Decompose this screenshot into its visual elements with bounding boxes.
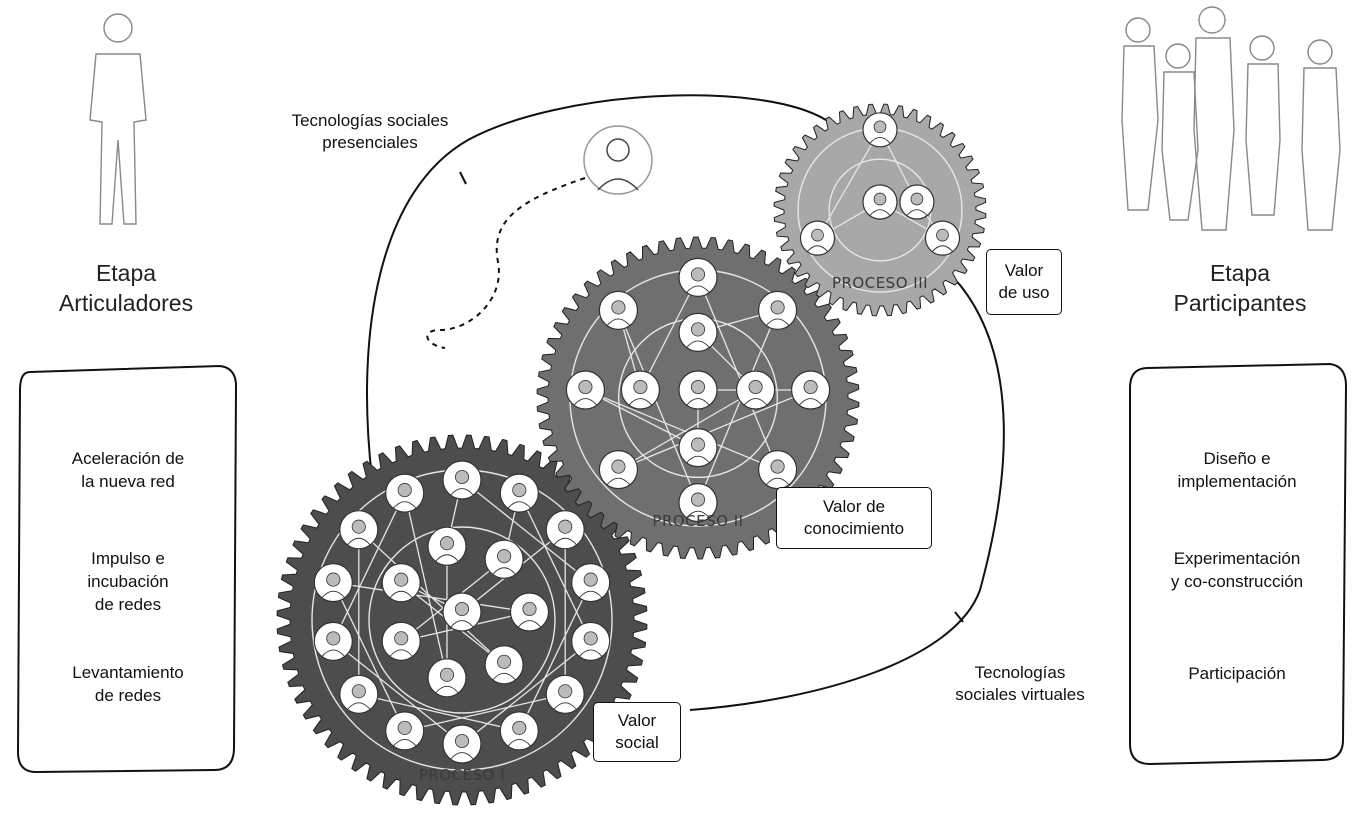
dashed-trail (426, 177, 586, 349)
network-link (518, 492, 592, 642)
network-link (404, 492, 448, 678)
network-link (617, 310, 699, 503)
network-link (358, 693, 520, 732)
person-node-icon (620, 370, 661, 410)
person-node-icon (484, 645, 524, 685)
network-link (332, 492, 406, 642)
person-node-icon (678, 257, 718, 297)
person-node-icon (735, 370, 776, 410)
person-node-icon (598, 450, 639, 490)
articulator-figure-illustration (89, 13, 147, 225)
network-link (639, 277, 699, 391)
virtual-tick (954, 611, 964, 623)
network-link (585, 389, 778, 471)
network-link (585, 389, 699, 449)
person-node-icon (385, 473, 425, 513)
person-node-icon (565, 370, 606, 410)
person-node-icon (545, 510, 585, 550)
person-node-icon (381, 563, 421, 603)
person-node-icon (509, 592, 550, 632)
person-node-icon (678, 483, 718, 523)
network-ring (368, 526, 556, 714)
person-node-icon (499, 473, 539, 513)
network-link (332, 582, 406, 732)
right-stage-box (1129, 362, 1348, 766)
person-node-icon (484, 539, 524, 579)
articulator-avatar (583, 125, 653, 195)
participants-group-illustration (1121, 6, 1341, 231)
person-node-icon (339, 674, 379, 714)
person-node-icon (862, 112, 898, 148)
gear-process-3: PROCESO III (773, 103, 987, 317)
person-node-icon (862, 184, 898, 220)
person-node-icon (442, 592, 482, 632)
process-label: PROCESO III (832, 274, 928, 292)
network-link (618, 389, 756, 471)
person-node-icon (678, 370, 718, 410)
person-node-icon (339, 510, 379, 550)
person-node-icon (385, 711, 425, 751)
left-stage-box (16, 364, 238, 774)
person-node-icon (442, 724, 482, 764)
person-node-icon (427, 526, 467, 566)
person-node-icon (499, 711, 539, 751)
network-link (461, 479, 592, 584)
presencial-tick (459, 171, 467, 185)
person-node-icon (899, 184, 935, 220)
gear-process-2: PROCESO II (536, 236, 860, 560)
person-node-icon (545, 674, 585, 714)
person-node-icon (924, 220, 961, 256)
network-link (461, 640, 592, 745)
person-node-icon (757, 290, 798, 330)
person-node-icon (598, 290, 639, 330)
person-node-icon (427, 658, 467, 698)
person-node-icon (799, 220, 836, 256)
person-node-icon (678, 312, 718, 352)
network-link (332, 640, 463, 745)
network-link (816, 129, 881, 239)
network-link (697, 310, 779, 503)
person-node-icon (313, 562, 353, 603)
person-node-icon (790, 370, 831, 410)
network-link (518, 582, 592, 732)
person-node-icon (678, 428, 718, 468)
process-label: PROCESO I (419, 766, 505, 784)
person-node-icon (757, 450, 798, 490)
network-link (404, 693, 566, 732)
gear-process-1: PROCESO I (276, 434, 648, 806)
right-stage-item: Participación (1188, 664, 1286, 683)
network-link (697, 277, 779, 470)
person-node-icon (442, 460, 482, 500)
person-node-icon (571, 562, 611, 603)
person-node-icon (381, 621, 421, 661)
network-link (618, 389, 811, 471)
process-label: PROCESO II (652, 512, 743, 530)
person-node-icon (313, 621, 353, 662)
person-node-icon (571, 621, 611, 662)
